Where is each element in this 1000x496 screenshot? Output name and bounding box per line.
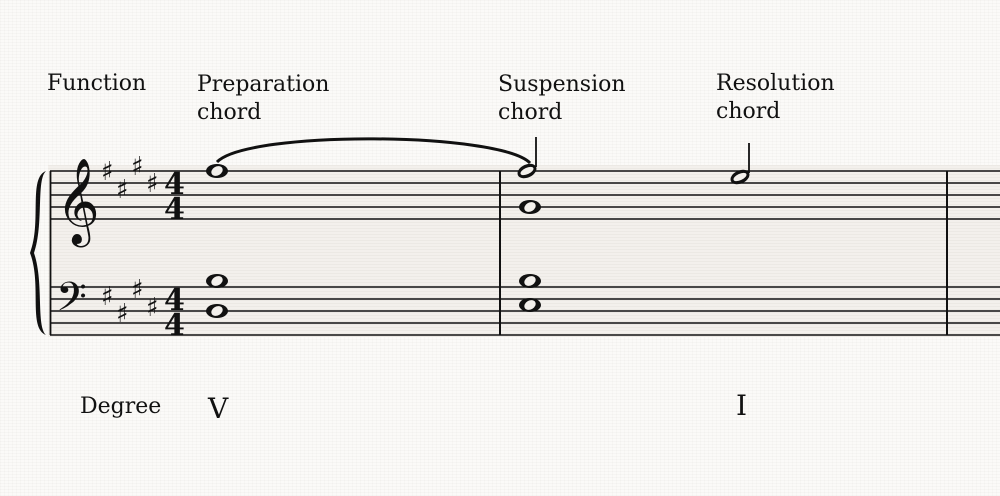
svg-text:4: 4 — [164, 308, 185, 343]
treble-key-signature: ♯ ♯ ♯ ♯ — [101, 152, 159, 205]
svg-text:♯: ♯ — [146, 293, 159, 323]
treble-clef-icon: 𝄞 — [56, 158, 100, 248]
svg-text:4: 4 — [164, 192, 185, 227]
svg-text:♯: ♯ — [116, 175, 129, 205]
bass-time-signature: 4 4 — [164, 283, 185, 343]
whole-note — [206, 164, 228, 178]
bass-clef-icon: 𝄢 — [56, 274, 87, 330]
svg-text:♯: ♯ — [131, 275, 144, 305]
svg-text:♯: ♯ — [146, 169, 159, 199]
degree-i: I — [736, 389, 748, 422]
bass-key-signature: ♯ ♯ ♯ ♯ — [101, 275, 159, 329]
svg-text:♯: ♯ — [101, 282, 114, 312]
degree-label: Degree — [80, 394, 162, 419]
svg-text:♯: ♯ — [131, 152, 144, 182]
whole-note — [206, 274, 228, 288]
treble-time-signature: 4 4 — [164, 167, 185, 227]
preparation-chord-label: Preparation chord — [197, 72, 330, 125]
svg-text:♯: ♯ — [116, 299, 129, 329]
tie — [215, 137, 532, 165]
svg-text:4: 4 — [164, 167, 185, 202]
half-note — [730, 169, 750, 185]
whole-note — [519, 298, 541, 312]
resolution-chord-label: Resolution chord — [716, 71, 835, 124]
staff-background — [48, 165, 1000, 337]
suspension-chord-label: Suspension chord — [498, 72, 626, 125]
brace — [30, 171, 46, 335]
whole-note — [519, 274, 541, 288]
svg-text:4: 4 — [164, 283, 185, 318]
whole-note — [206, 304, 228, 318]
half-note — [517, 163, 537, 179]
whole-note — [519, 200, 541, 214]
degree-v: V — [208, 392, 229, 425]
svg-text:♯: ♯ — [101, 157, 114, 187]
function-label: Function — [47, 71, 147, 96]
